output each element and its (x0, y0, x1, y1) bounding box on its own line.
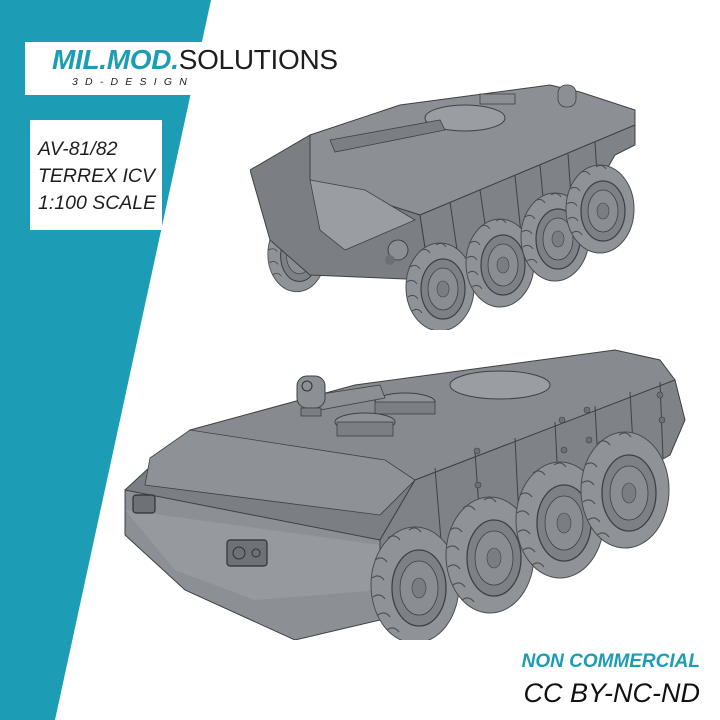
license-block: NON COMMERCIAL CC BY-NC-ND (522, 650, 700, 710)
brand-logo: MIL.MOD.SOLUTIONS 3D-DESIGN (25, 42, 365, 95)
brand-name-rest: SOLUTIONS (178, 44, 338, 75)
brand-name: MIL.MOD.SOLUTIONS (52, 43, 338, 77)
product-scale: 1:100 SCALE (38, 192, 157, 214)
product-spec-box: AV-81/82 TERREX ICV 1:100 SCALE (30, 120, 162, 230)
vehicle-render-rear-view (250, 84, 636, 330)
license-code: CC BY-NC-ND (523, 678, 701, 708)
product-model: AV-81/82 (38, 138, 118, 160)
product-name: TERREX ICV (38, 165, 156, 187)
vehicle-render-front-view (124, 349, 686, 640)
license-usage: NON COMMERCIAL (521, 651, 700, 672)
brand-tagline: 3D-DESIGN (72, 76, 194, 88)
brand-name-accent: MIL.MOD. (52, 44, 179, 75)
